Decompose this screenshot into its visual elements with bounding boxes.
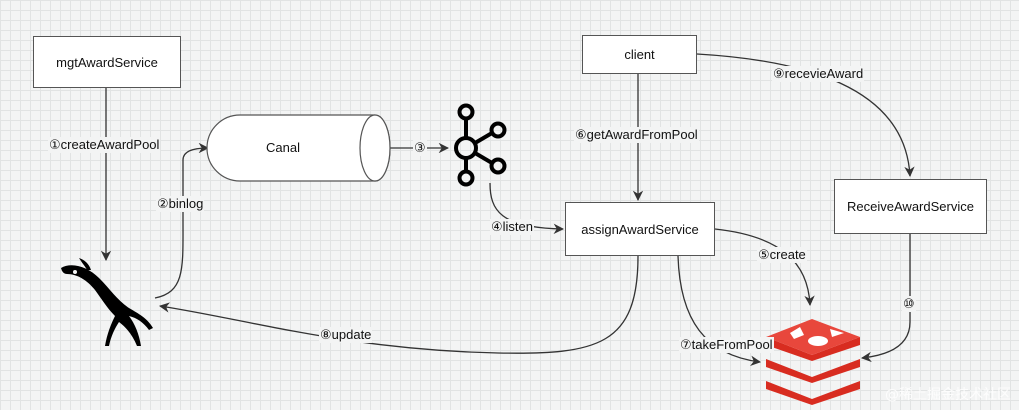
edge-binlog	[154, 142, 210, 299]
label-take-from-pool: ⑦takeFromPool	[679, 337, 774, 353]
kafka-icon	[454, 103, 507, 187]
label-create-award-pool: ①createAwardPool	[48, 137, 161, 153]
label-step-3: ③	[413, 140, 427, 156]
label-listen: ④listen	[490, 219, 535, 235]
edge-listen	[489, 182, 565, 235]
mysql-dolphin-icon	[61, 258, 153, 346]
edge-recevie-award	[696, 53, 915, 178]
label-step-10: ⑩	[902, 296, 916, 312]
node-mgt-award-service: mgtAwardService	[33, 36, 181, 88]
edge-create	[714, 228, 815, 307]
label-create: ⑤create	[757, 247, 807, 263]
label-recevie-award: ⑨recevieAward	[772, 66, 865, 82]
edge-take-from-pool	[677, 255, 762, 366]
edge-update	[158, 255, 639, 354]
node-receive-award-service: ReceiveAwardService	[834, 179, 987, 234]
redis-icon	[766, 319, 860, 405]
label-get-award-from-pool: ⑥getAwardFromPool	[574, 127, 699, 143]
node-canal-label: Canal	[266, 140, 300, 155]
edge-receive-to-redis	[860, 234, 911, 363]
label-binlog: ②binlog	[156, 196, 205, 212]
node-client: client	[582, 35, 697, 74]
watermark: @稀土掘金技术社区	[885, 387, 1011, 403]
node-assign-award-service: assignAwardService	[565, 202, 715, 256]
label-update: ⑧update	[319, 327, 373, 343]
node-canal	[206, 114, 391, 182]
